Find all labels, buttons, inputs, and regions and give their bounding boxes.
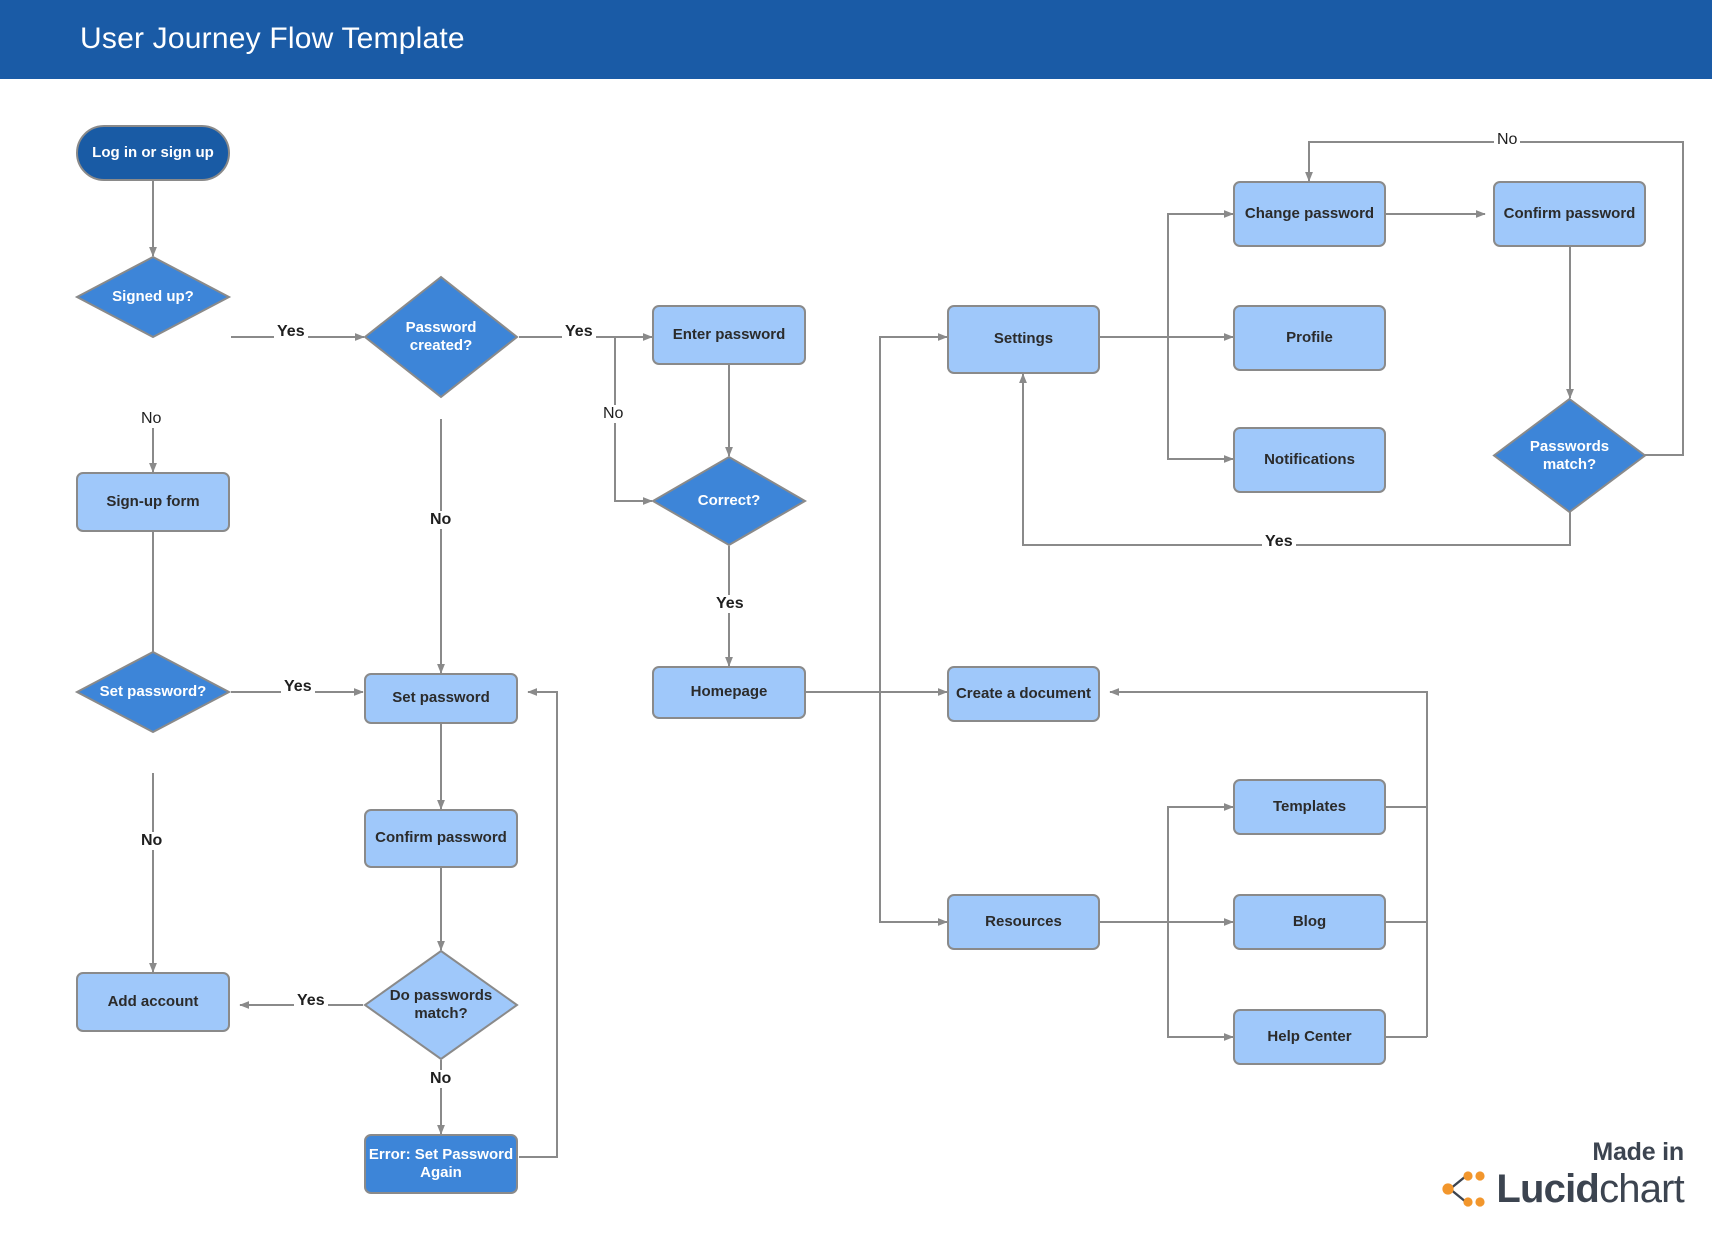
edge-error-to-set-password [519,688,558,1158]
node-label: Templates [1272,797,1347,815]
node-change-password[interactable]: Change password [1233,181,1386,247]
edge-settings-to-notifications [1167,337,1234,463]
node-password-created[interactable]: Password created? [363,275,519,399]
edge-homepage-to-resources [879,692,948,926]
node-label: Confirm password [1503,204,1636,222]
edge-label-passwords-match-no: No [1494,131,1521,149]
node-notifications[interactable]: Notifications [1233,427,1386,493]
edge-label-signed-up-no: No [138,410,165,428]
node-create-a-document[interactable]: Create a document [947,666,1100,722]
node-set-password-question[interactable]: Set password? [74,650,232,734]
page-title: User Journey Flow Template [80,22,465,55]
node-label: Sign-up form [106,492,200,510]
node-add-account[interactable]: Add account [76,972,230,1032]
node-label: Error: Set Password Again [368,1145,514,1181]
node-label: Enter password [672,325,786,343]
edge-password-created-no-to-correct [614,337,653,505]
lucidchart-watermark: Made in Lucidchart [1440,1138,1685,1211]
node-enter-password[interactable]: Enter password [652,305,806,365]
edge-passwords-match-yes [1019,373,1571,546]
node-settings[interactable]: Settings [947,305,1100,374]
edge-settings-to-change-password [1167,210,1234,337]
edge-label-signed-up-yes: Yes [274,323,308,341]
node-profile[interactable]: Profile [1233,305,1386,371]
brand-bold: Lucid [1496,1167,1600,1211]
node-resources[interactable]: Resources [947,894,1100,950]
node-confirm-password[interactable]: Confirm password [364,809,518,868]
node-label: Set password [392,689,490,707]
node-blog[interactable]: Blog [1233,894,1386,950]
lucidchart-logo-icon [1442,1171,1485,1207]
node-label: Blog [1292,912,1327,930]
node-label: Notifications [1264,450,1355,468]
node-label: Resources [985,912,1062,930]
edge-label-password-created-yes: Yes [562,323,596,341]
node-error-set-password-again[interactable]: Error: Set Password Again [364,1134,518,1194]
node-label: Settings [993,330,1054,348]
node-label: Create a document [955,684,1092,702]
edge-passwords-match-no [1305,141,1684,456]
edge-label-correct-yes: Yes [713,595,747,613]
node-confirm-password-settings[interactable]: Confirm password [1493,181,1646,247]
node-set-password[interactable]: Set password [364,673,518,724]
node-label: Profile [1286,328,1333,346]
edge-resources-return-to-create-document [1109,688,1428,1037]
edge-label-do-match-yes: Yes [294,992,328,1010]
node-label: Add account [107,992,199,1010]
node-sign-up-form[interactable]: Sign-up form [76,472,230,532]
node-passwords-match[interactable]: Passwords match? [1492,397,1647,514]
node-help-center[interactable]: Help Center [1233,1009,1386,1065]
node-signed-up[interactable]: Signed up? [74,255,232,339]
node-label: Confirm password [375,829,507,847]
edge-homepage-to-settings [879,333,948,692]
node-label: Help Center [1267,1027,1352,1045]
node-do-passwords-match[interactable]: Do passwords match? [363,949,519,1061]
edge-label-password-created-no: No [600,405,627,423]
node-label: Log in or sign up [92,143,214,161]
node-label: Homepage [690,683,768,701]
node-log-in-or-sign-up[interactable]: Log in or sign up [76,125,230,181]
edge-resources-to-templates [1167,803,1234,922]
node-correct[interactable]: Correct? [651,455,807,547]
edge-label-passwords-match-yes: Yes [1262,533,1296,551]
edge-label-set-password-q-yes: Yes [281,678,315,696]
node-templates[interactable]: Templates [1233,779,1386,835]
header-bar [0,0,1712,79]
edge-resources-to-help-center [1167,922,1234,1041]
node-label: Change password [1244,204,1375,222]
brand-light: chart [1599,1167,1685,1211]
made-in-label: Made in [1592,1138,1684,1166]
edge-label-set-password-q-no: No [138,832,166,850]
edge-label-do-match-no: No [427,1070,455,1088]
node-homepage[interactable]: Homepage [652,666,806,719]
edge-label-set-password-no: No [427,511,455,529]
